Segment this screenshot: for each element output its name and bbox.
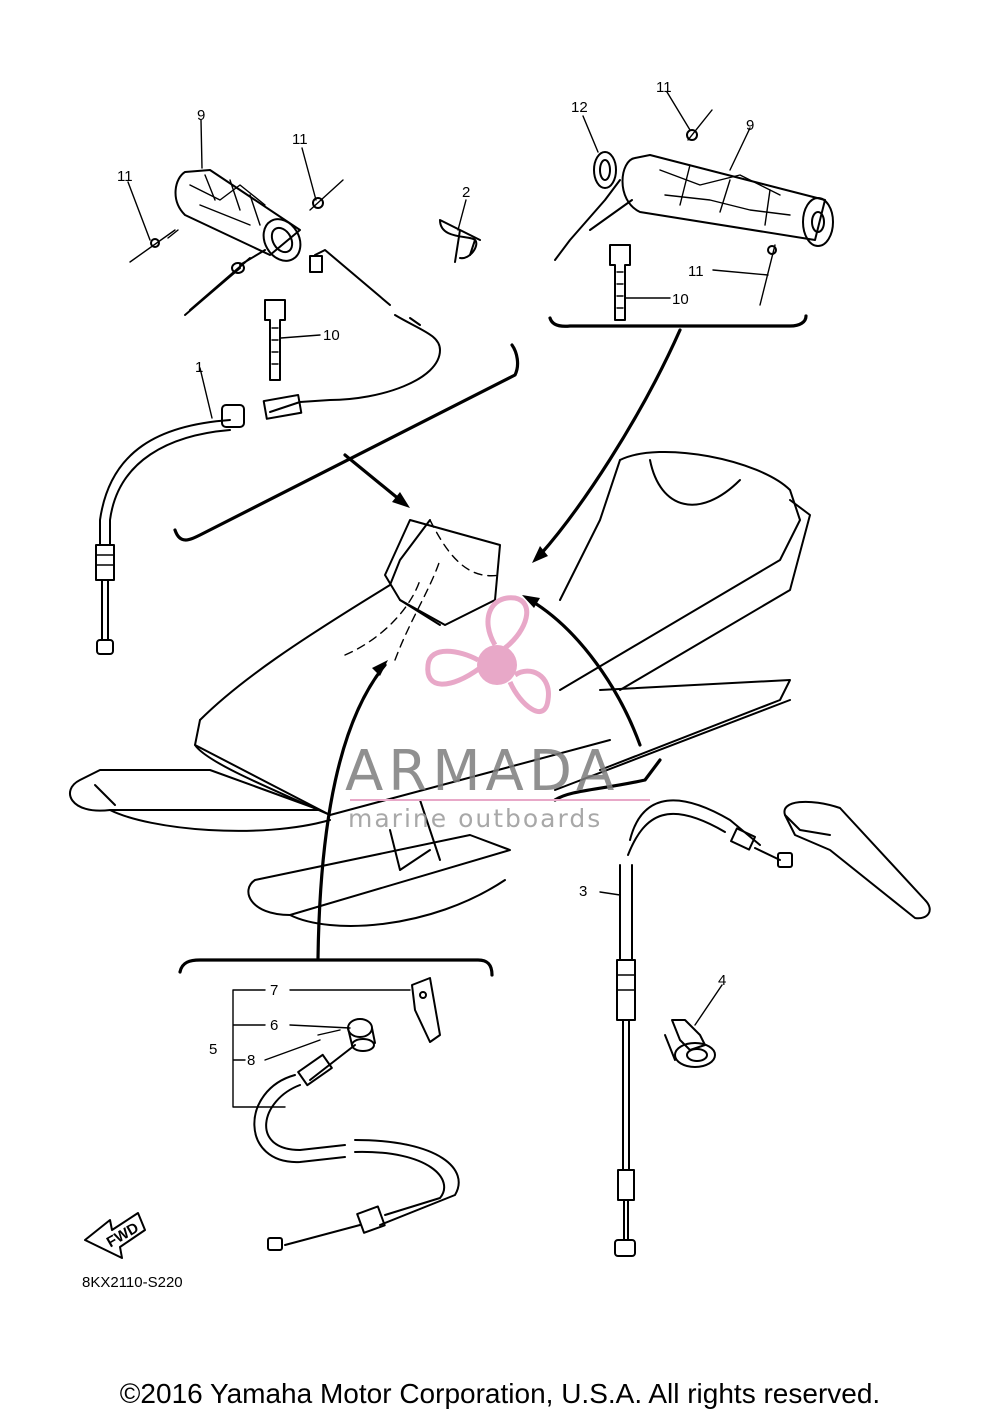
callout-10-right: 10 xyxy=(672,291,689,308)
right-grip xyxy=(554,154,834,261)
rivet-left-a xyxy=(129,229,179,263)
cable-tie-right xyxy=(609,244,631,321)
clip-part-2 xyxy=(439,219,481,263)
callout-1: 1 xyxy=(195,359,203,376)
brake-cable-3 xyxy=(614,799,793,1257)
ring-part-12 xyxy=(593,151,617,189)
callout-8: 8 xyxy=(247,1052,255,1069)
callout-9-right: 9 xyxy=(746,117,754,134)
bracket-right-upper xyxy=(532,314,808,563)
callout-5: 5 xyxy=(209,1041,217,1058)
callout-3: 3 xyxy=(579,883,587,900)
callout-4: 4 xyxy=(718,972,726,989)
callout-9-left: 9 xyxy=(197,107,205,124)
callout-10-left: 10 xyxy=(323,327,340,344)
choke-cable-5 xyxy=(253,1044,460,1251)
armada-watermark: ARMADA marine outboards xyxy=(345,595,650,833)
bracket-left-upper xyxy=(173,343,520,542)
knob-part-6 xyxy=(347,1018,376,1052)
callout-6: 6 xyxy=(270,1017,278,1034)
bracket-lower-left xyxy=(178,660,494,977)
callout-7: 7 xyxy=(270,982,278,999)
rivet-left-b xyxy=(309,179,344,211)
pin-part-8 xyxy=(317,1029,341,1036)
group-bracket-5 xyxy=(232,989,286,1108)
callout-12: 12 xyxy=(571,99,588,116)
callout-leaders xyxy=(127,91,769,1061)
brake-lever xyxy=(783,800,931,920)
watermark-tagline: marine outboards xyxy=(348,804,602,833)
callout-numbers: 9 11 11 2 10 1 12 11 9 10 11 3 4 5 6 7 8 xyxy=(117,79,754,1069)
watermark-brand: ARMADA xyxy=(345,739,619,804)
pointer-lower-right xyxy=(522,595,662,802)
propeller-logo xyxy=(425,595,551,714)
left-grip xyxy=(174,169,302,316)
callout-11-right-a: 11 xyxy=(656,79,672,96)
throttle-cable-1 xyxy=(95,394,303,655)
snowmobile-body xyxy=(69,450,811,927)
rivet-right-a xyxy=(686,109,713,141)
cable-upper-left xyxy=(299,249,441,403)
fwd-arrow: FWD xyxy=(84,1212,146,1259)
callout-11-left-b: 11 xyxy=(292,131,308,148)
callout-11-left-a: 11 xyxy=(117,168,133,185)
callout-2: 2 xyxy=(462,184,470,201)
diagram-code: 8KX2110-S220 xyxy=(82,1274,183,1291)
clamp-part-4 xyxy=(664,1019,716,1068)
cable-tie-left xyxy=(264,299,286,381)
copyright-notice: ©2016 Yamaha Motor Corporation, U.S.A. A… xyxy=(119,1378,881,1409)
bracket-part-7 xyxy=(411,977,441,1043)
callout-11-right-b: 11 xyxy=(688,263,704,280)
